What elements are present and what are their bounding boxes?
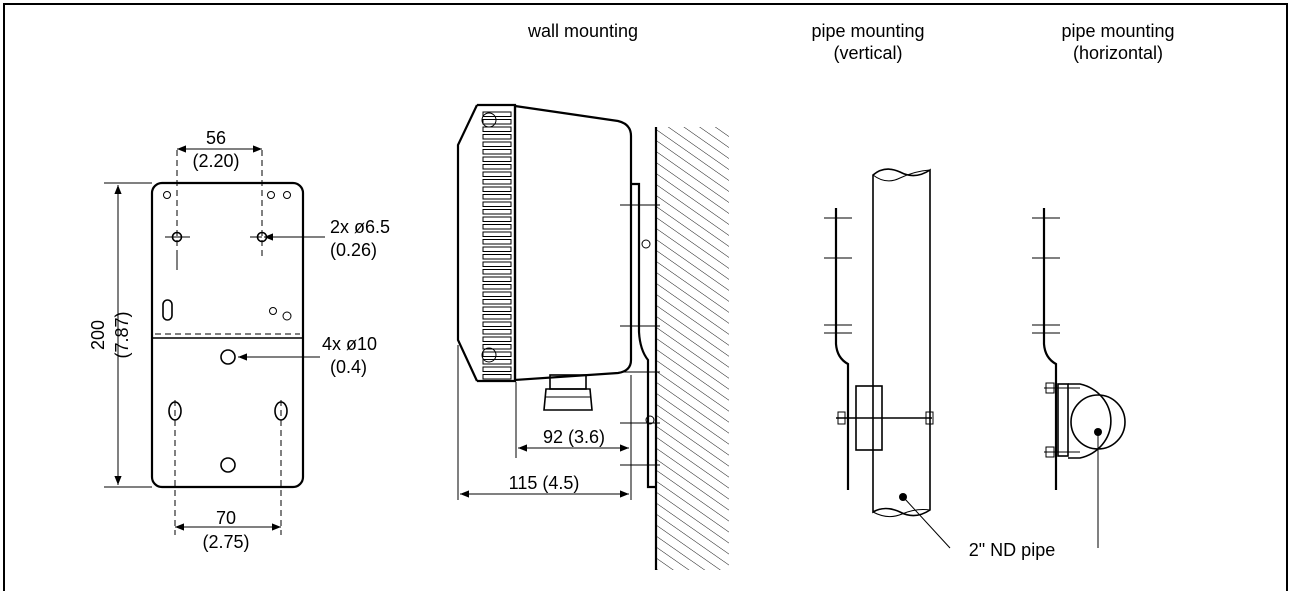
- fin: [482, 156, 512, 162]
- fin: [482, 276, 512, 282]
- fin: [482, 299, 512, 305]
- fin: [482, 374, 512, 380]
- fin: [482, 186, 512, 192]
- fin: [482, 359, 512, 365]
- cooling-fins: [482, 111, 512, 380]
- fin: [482, 314, 512, 320]
- screw-icon: [481, 347, 497, 363]
- housing-front: [477, 103, 517, 383]
- fin: [482, 336, 512, 342]
- hole-6-5-inch-label: (0.26): [330, 240, 377, 260]
- dim-200-inch-label: (7.87): [112, 311, 132, 358]
- hole-10-label: 4x ø10: [322, 334, 377, 354]
- bracket-vertical: [834, 208, 850, 490]
- plate-hole: [163, 191, 171, 199]
- plate-outline: [150, 181, 305, 489]
- fin: [482, 344, 512, 350]
- plate-profile: [631, 182, 656, 489]
- fin: [482, 201, 512, 207]
- pipe-marker: [1094, 428, 1102, 436]
- wall-mounting-title: wall mounting: [527, 21, 638, 41]
- fin: [482, 366, 512, 372]
- dim-200-label: 200: [88, 320, 108, 350]
- fin: [482, 111, 512, 117]
- fin: [482, 239, 512, 245]
- fin: [482, 216, 512, 222]
- fin: [482, 284, 512, 290]
- plate-hole: [283, 191, 291, 199]
- pipe-leader: [904, 498, 951, 549]
- plate-hole-10: [220, 349, 236, 365]
- wall-mounting-view: [456, 103, 729, 570]
- fin: [482, 306, 512, 312]
- fin: [482, 261, 512, 267]
- pipe-horizontal-title-2: (horizontal): [1073, 43, 1163, 63]
- u-bolt: [1068, 383, 1112, 459]
- fin: [482, 134, 512, 140]
- pipe-size-label: 2" ND pipe: [969, 540, 1055, 560]
- pipe-horizontal-view: [1032, 208, 1126, 548]
- fin: [482, 231, 512, 237]
- fin: [482, 179, 512, 185]
- fin: [482, 351, 512, 357]
- fin: [482, 164, 512, 170]
- fin: [482, 224, 512, 230]
- dim-70-label: 70: [216, 508, 236, 528]
- fin: [482, 329, 512, 335]
- pipe-vertical: [872, 168, 931, 517]
- cable-gland-nut: [543, 388, 593, 411]
- housing-body: [513, 104, 633, 382]
- drawing-frame: [3, 3, 1288, 591]
- hole-6-5-label: 2x ø6.5: [330, 217, 390, 237]
- fin: [482, 171, 512, 177]
- dim-56-inch-label: (2.20): [192, 151, 239, 171]
- dim-92-label: 92 (3.6): [543, 427, 605, 447]
- fin: [482, 119, 512, 125]
- dim-56-label: 56: [206, 128, 226, 148]
- hole-10-inch-label: (0.4): [330, 357, 367, 377]
- dim-70-inch-label: (2.75): [202, 532, 249, 552]
- screw-icon: [481, 112, 497, 128]
- fin: [482, 209, 512, 215]
- plate-hole: [267, 191, 275, 199]
- fin: [482, 269, 512, 275]
- dim-115-label: 115 (4.5): [509, 473, 580, 493]
- bracket-horizontal: [1042, 208, 1058, 490]
- pipe-horizontal-title-1: pipe mounting: [1061, 21, 1174, 41]
- mounting-plate: [104, 145, 325, 535]
- plate-slot: [162, 299, 173, 321]
- fin: [482, 246, 512, 252]
- fin: [482, 254, 512, 260]
- fin: [482, 291, 512, 297]
- fin: [482, 149, 512, 155]
- plate-hole-10: [220, 457, 236, 473]
- pipe-vertical-title-1: pipe mounting: [811, 21, 924, 41]
- housing-cover: [456, 104, 478, 382]
- fin: [482, 194, 512, 200]
- plate-hole: [282, 311, 292, 321]
- fin: [482, 126, 512, 132]
- fin: [482, 141, 512, 147]
- fin: [482, 321, 512, 327]
- pipe-vertical-view: [824, 168, 951, 549]
- plate-hole: [269, 307, 277, 315]
- wall-hatch: [656, 127, 729, 570]
- pipe-vertical-title-2: (vertical): [833, 43, 902, 63]
